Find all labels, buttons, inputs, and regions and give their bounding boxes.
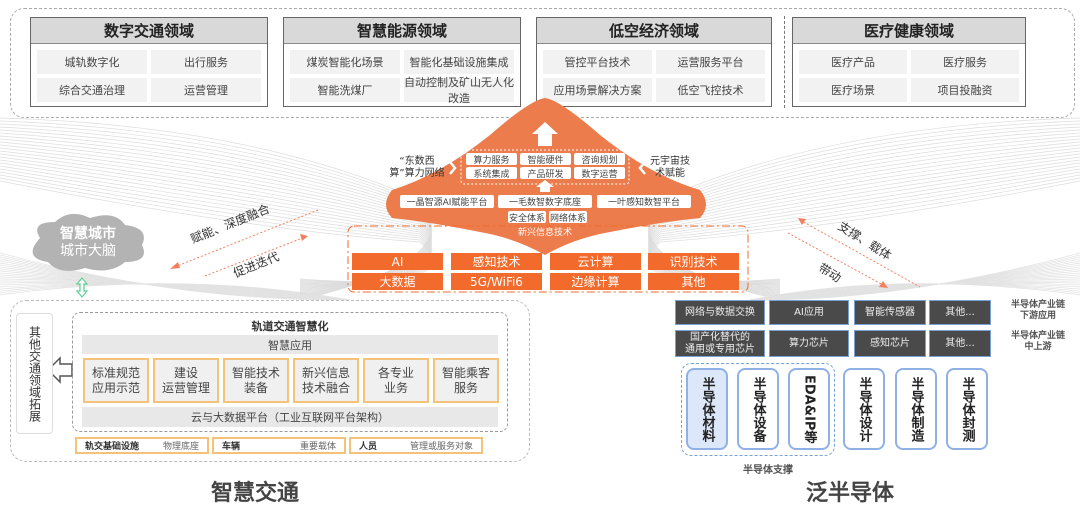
base-name: 轨交基础设施 — [85, 442, 140, 452]
service-item[interactable]: 产品研发 — [520, 167, 571, 180]
base-desc: 物理底座 — [162, 442, 199, 452]
cloud-bigdata-bar: 云与大数据平台（工业互联网平台架构） — [82, 407, 498, 427]
tech-item[interactable]: 感知技术 — [451, 253, 542, 270]
domain-item[interactable]: 综合交通治理 — [37, 78, 147, 102]
tech-item[interactable]: AI — [352, 253, 443, 270]
smart-app-item[interactable]: 智能乘客 服务 — [433, 358, 499, 403]
domain-item[interactable]: 项目投融资 — [911, 78, 1019, 102]
midstream-label: 半导体产业链 中上游 — [1010, 331, 1065, 352]
domain-item[interactable]: 运营管理 — [151, 78, 261, 102]
east-data-west-compute-label: “东数西算”算力网络 — [389, 156, 445, 179]
flow-arrows — [170, 209, 921, 288]
domain-item[interactable]: 出行服务 — [151, 50, 261, 74]
smart-app-item[interactable]: 新兴信息 技术融合 — [293, 358, 359, 403]
support-label: 半导体支撑 — [743, 465, 793, 476]
up-arrow-icon — [532, 122, 558, 146]
tech-item[interactable]: 边缘计算 — [550, 273, 641, 290]
semiconductor-chain-item[interactable]: 半导体设备 — [737, 368, 779, 450]
base-item: 车辆 重要载体 — [212, 437, 346, 454]
platform-item[interactable]: 一叶感知数智平台 — [597, 195, 691, 208]
tech-item[interactable]: 5G/WiFi6 — [451, 273, 542, 290]
other-traffic-expansion: 其他交通领域拓展 — [16, 313, 53, 434]
base-desc: 重要载体 — [299, 442, 336, 452]
domain-item[interactable]: 应用场景解决方案 — [543, 78, 652, 102]
domain-item[interactable]: 医疗场景 — [799, 78, 907, 102]
rail-title: 轨道交通智慧化 — [251, 320, 329, 333]
smart-traffic-title: 智慧交通 — [210, 481, 299, 506]
industry-chain-item[interactable]: 其他... — [929, 300, 991, 325]
tech-item[interactable]: 识别技术 — [648, 253, 739, 270]
domain-item[interactable]: 管控平台技术 — [543, 50, 652, 74]
semiconductor-chain-item[interactable]: 半导体材料 — [686, 368, 728, 450]
smart-app-bar: 智慧应用 — [82, 335, 498, 354]
industry-chain-item[interactable]: 感知芯片 — [854, 330, 926, 357]
semiconductor-chain-item[interactable]: 半导体设计 — [843, 368, 885, 450]
double-arrow-icon — [75, 277, 89, 298]
system-item[interactable]: 安全体系 — [508, 211, 546, 224]
service-item[interactable]: 咨询规划 — [574, 153, 625, 166]
industry-chain-item[interactable]: 智能传感器 — [854, 300, 926, 325]
domain-item[interactable]: 煤炭智能化场景 — [290, 50, 400, 74]
smart-app-item[interactable]: 各专业 业务 — [363, 358, 429, 403]
domain-item[interactable]: 自动控制及矿山无人化改造 — [404, 76, 514, 105]
domain-card: 智慧能源领域煤炭智能化场景智能化基础设施集成智能洗煤厂自动控制及矿山无人化改造 — [283, 17, 521, 107]
domain-item[interactable]: 医疗服务 — [911, 50, 1019, 74]
city-brain-label: 城市大脑 — [60, 243, 116, 259]
domain-card: 低空经济领域管控平台技术运营服务平台应用场景解决方案低空飞控技术 — [536, 17, 772, 107]
industry-chain-item[interactable]: AI应用 — [769, 300, 849, 325]
industry-chain-item[interactable]: 网络与数据交换 — [675, 300, 765, 325]
industry-chain-item[interactable]: 国产化替代的 通用或专用芯片 — [675, 330, 765, 357]
chevron-left-icon — [638, 161, 646, 175]
semiconductor-chain-item[interactable]: EDA&IP等 — [788, 368, 830, 450]
service-item[interactable]: 系统集成 — [466, 167, 517, 180]
domain-item[interactable]: 低空飞控技术 — [656, 78, 765, 102]
semiconductor-title: 泛半导体 — [805, 481, 894, 506]
domain-title: 低空经济领域 — [537, 18, 771, 44]
industry-chain-item[interactable]: 算力芯片 — [769, 330, 849, 357]
chevron-right-icon — [449, 161, 457, 175]
smart-app-item[interactable]: 建设 运营管理 — [153, 358, 219, 403]
industry-chain-item[interactable]: 其他... — [929, 330, 991, 357]
smart-city-cloud: 智慧城市 城市大脑 — [38, 226, 138, 260]
domain-item[interactable]: 智能化基础设施集成 — [404, 50, 514, 74]
system-item[interactable]: 网络体系 — [549, 211, 587, 224]
service-item[interactable]: 算力服务 — [466, 153, 517, 166]
downstream-label: 半导体产业链 下游应用 — [1010, 300, 1065, 321]
divider — [784, 16, 785, 108]
base-item: 人员 管理或服务对象 — [349, 437, 483, 454]
domain-card: 数字交通领域城轨数字化出行服务综合交通治理运营管理 — [30, 17, 268, 107]
domain-card: 医疗健康领域医疗产品医疗服务医疗场景项目投融资 — [792, 17, 1026, 107]
emerging-tech-label: 新兴信息技术 — [517, 228, 572, 238]
domain-title: 智慧能源领域 — [284, 18, 520, 44]
tech-item[interactable]: 云计算 — [550, 253, 641, 270]
metaverse-label: 元宇宙技术赋能 — [650, 156, 690, 179]
smart-app-item[interactable]: 标准规范 应用示范 — [83, 358, 149, 403]
tech-item[interactable]: 大数据 — [352, 273, 443, 290]
cloud-icon — [32, 213, 144, 271]
smart-traffic-frame — [10, 300, 530, 462]
smart-app-item[interactable]: 智能技术 装备 — [223, 358, 289, 403]
domain-item[interactable]: 运营服务平台 — [656, 50, 765, 74]
rail-smart-frame — [72, 312, 508, 432]
base-desc: 管理或服务对象 — [409, 442, 473, 452]
up-arrow-icon — [536, 180, 554, 192]
semiconductor-chain-item[interactable]: 半导体封测 — [946, 368, 988, 450]
service-item[interactable]: 数字运营 — [574, 167, 625, 180]
platform-item[interactable]: 一毛数智数字底座 — [498, 195, 592, 208]
domain-title: 医疗健康领域 — [793, 18, 1025, 44]
domain-title: 数字交通领域 — [31, 18, 267, 44]
tech-item[interactable]: 其他 — [648, 273, 739, 290]
service-item[interactable]: 智能硬件 — [520, 153, 571, 166]
domain-item[interactable]: 智能洗煤厂 — [290, 78, 400, 102]
base-name: 人员 — [359, 442, 378, 452]
base-name: 车辆 — [222, 442, 241, 452]
base-item: 轨交基础设施 物理底座 — [75, 437, 209, 454]
smart-city-label: 智慧城市 — [60, 226, 116, 242]
domain-item[interactable]: 医疗产品 — [799, 50, 907, 74]
semiconductor-chain-item[interactable]: 半导体制造 — [895, 368, 937, 450]
support-group-frame — [681, 363, 835, 456]
platform-item[interactable]: 一晶智源AI赋能平台 — [400, 195, 494, 208]
domain-item[interactable]: 城轨数字化 — [37, 50, 147, 74]
